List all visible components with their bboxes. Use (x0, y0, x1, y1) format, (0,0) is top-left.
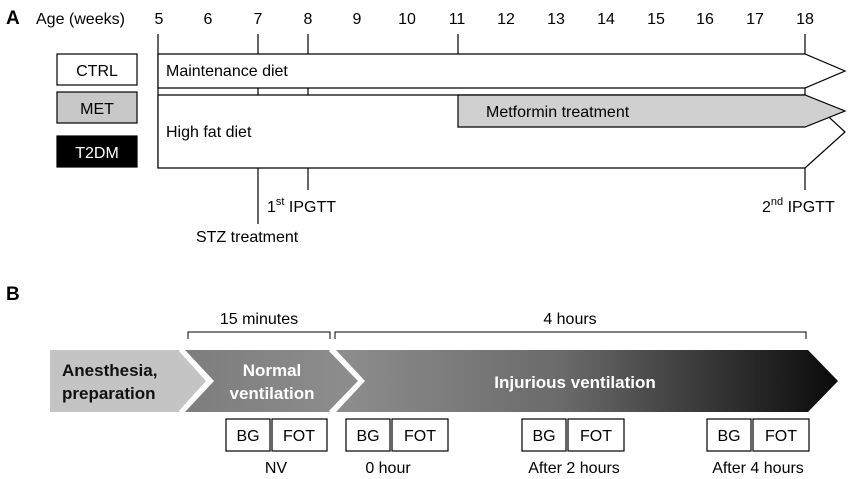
stage-normal-ventilation-arrow (185, 350, 360, 412)
measurement-2-hours: BG FOT After 2 hours (521, 418, 625, 477)
age-axis-label: Age (weeks) (36, 11, 125, 28)
bg-box (706, 418, 752, 452)
measurement-nv: BG FOT NV (225, 418, 328, 477)
bg-label: BG (717, 428, 740, 445)
stage-anesthesia-line2: preparation (62, 384, 156, 403)
maintenance-diet-label: Maintenance diet (166, 63, 288, 80)
legend-met-label: MET (80, 101, 114, 118)
legend-ctrl-label: CTRL (76, 63, 118, 80)
fot-label: FOT (580, 428, 612, 445)
bg-label: BG (356, 428, 379, 445)
timepoint-label: After 2 hours (528, 460, 620, 477)
fot-label: FOT (765, 428, 797, 445)
duration-4-hours: 4 hours (543, 311, 596, 328)
week-5: 5 (155, 11, 164, 28)
week-18: 18 (796, 11, 814, 28)
chevron-divider-2 (328, 348, 363, 414)
fot-label: FOT (283, 428, 315, 445)
week-13: 13 (547, 11, 565, 28)
group-legend: CTRL MET T2DM (56, 53, 138, 168)
week-7: 7 (254, 11, 263, 28)
bg-box (345, 418, 391, 452)
week-ticks: 5 6 7 8 9 10 11 12 13 14 15 16 17 18 (155, 11, 814, 28)
week-14: 14 (597, 11, 615, 28)
stage-anesthesia-line1: Anesthesia, (62, 361, 157, 380)
legend-t2dm-box (56, 135, 138, 168)
high-fat-diet-label: High fat diet (166, 124, 252, 141)
fot-label: FOT (404, 428, 436, 445)
week-9: 9 (353, 11, 362, 28)
stz-treatment-label: STZ treatment (196, 229, 299, 246)
measurement-4-hours: BG FOT After 4 hours (706, 418, 810, 477)
bracket-15-minutes (187, 331, 331, 339)
stage-normal-line2: ventilation (229, 384, 314, 403)
fot-box (752, 418, 810, 452)
week-16: 16 (696, 11, 714, 28)
fot-box (567, 418, 625, 452)
panel-a-label: A (6, 8, 20, 29)
stage-normal-line1: Normal (243, 361, 302, 380)
bg-label: BG (532, 428, 555, 445)
chevron-divider-1 (178, 348, 211, 414)
measurement-0-hour: BG FOT 0 hour (345, 418, 449, 477)
stage-anesthesia-arrow (50, 350, 208, 412)
second-ipgtt-label: 2nd IPGTT (762, 196, 835, 216)
maintenance-diet-arrow (157, 53, 847, 89)
week-17: 17 (746, 11, 764, 28)
legend-met-box (56, 91, 138, 124)
week-11: 11 (449, 11, 466, 28)
panel-b-label: B (6, 284, 20, 305)
fot-box (271, 418, 328, 452)
timepoint-ticks (257, 34, 806, 224)
metformin-treatment-arrow (457, 94, 847, 128)
bg-box (225, 418, 271, 452)
week-8: 8 (304, 11, 313, 28)
week-12: 12 (497, 11, 515, 28)
bg-box (521, 418, 567, 452)
metformin-treatment-label: Metformin treatment (486, 104, 630, 121)
bracket-4-hours (334, 331, 807, 339)
week-6: 6 (204, 11, 213, 28)
timepoint-label: NV (265, 460, 288, 477)
bg-label: BG (236, 428, 259, 445)
legend-t2dm-label: T2DM (75, 145, 119, 162)
stage-injurious-label: Injurious ventilation (494, 373, 656, 392)
fot-box (391, 418, 449, 452)
timepoint-label: 0 hour (365, 460, 411, 477)
duration-15-minutes: 15 minutes (220, 311, 298, 328)
week-10: 10 (398, 11, 416, 28)
legend-ctrl-box (56, 53, 138, 86)
first-ipgtt-label: 1st IPGTT (267, 196, 336, 216)
week-15: 15 (647, 11, 665, 28)
stage-injurious-ventilation-arrow (336, 350, 838, 412)
timepoint-label: After 4 hours (712, 460, 804, 477)
